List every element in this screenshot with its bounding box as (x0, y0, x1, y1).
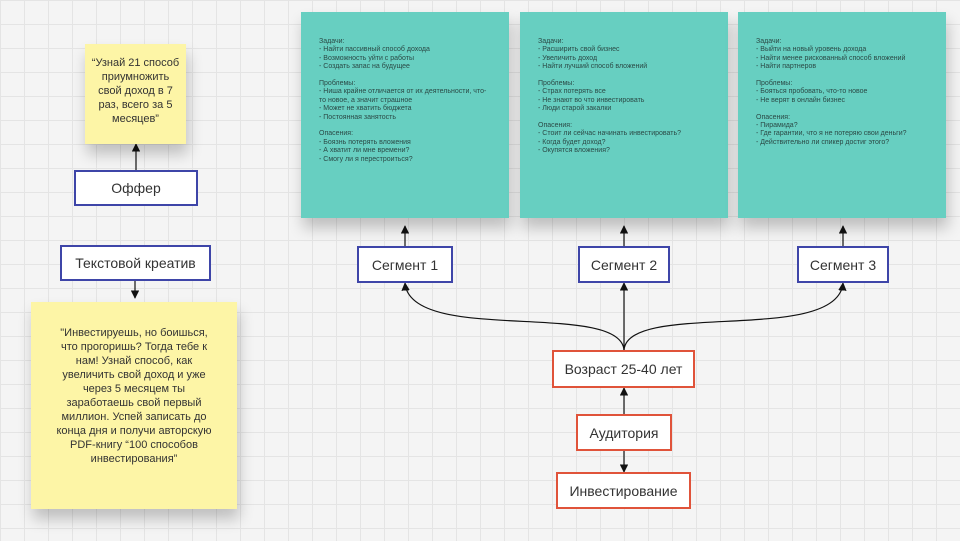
segment1-box[interactable]: Сегмент 1 (357, 246, 453, 283)
segment3-box[interactable]: Сегмент 3 (797, 246, 889, 283)
age-range-label: Возраст 25-40 лет (564, 361, 683, 377)
segment2-sticky-note[interactable]: Задачи: - Расширить свой бизнес - Увелич… (520, 12, 728, 218)
investing-box[interactable]: Инвестирование (556, 472, 691, 509)
segment1-label: Сегмент 1 (371, 256, 439, 273)
text-creative-label: Текстовой креатив (75, 255, 196, 271)
age-range-box[interactable]: Возраст 25-40 лет (552, 350, 695, 388)
segment3-label: Сегмент 3 (809, 256, 877, 273)
creative-sticky-note[interactable]: "Инвестируешь, но боишься, что прогоришь… (31, 302, 237, 509)
segment3-note-text: Задачи: - Выйти на новый уровень дохода … (756, 38, 907, 146)
investing-label: Инвестирование (569, 482, 678, 499)
segment2-label: Сегмент 2 (590, 256, 658, 273)
offer-note-text: “Узнай 21 способ приумножить свой доход … (91, 57, 180, 125)
offer-box[interactable]: Оффер (74, 170, 198, 206)
offer-label: Оффер (111, 180, 161, 196)
audience-box[interactable]: Аудитория (576, 414, 672, 451)
text-creative-box[interactable]: Текстовой креатив (60, 245, 211, 281)
creative-note-text: "Инвестируешь, но боишься, что прогоришь… (56, 327, 212, 465)
offer-sticky-note[interactable]: “Узнай 21 способ приумножить свой доход … (85, 44, 186, 144)
segment2-note-text: Задачи: - Расширить свой бизнес - Увелич… (538, 38, 682, 155)
segment2-box[interactable]: Сегмент 2 (578, 246, 670, 283)
arrow-age-to-segment1 (401, 282, 625, 351)
audience-label: Аудитория (589, 424, 659, 441)
segment1-sticky-note[interactable]: Задачи: - Найти пассивный способ дохода … (301, 12, 509, 218)
segment1-note-text: Задачи: - Найти пассивный способ дохода … (319, 38, 487, 163)
segment3-sticky-note[interactable]: Задачи: - Выйти на новый уровень дохода … (738, 12, 946, 218)
arrow-age-to-segment3 (623, 282, 847, 351)
